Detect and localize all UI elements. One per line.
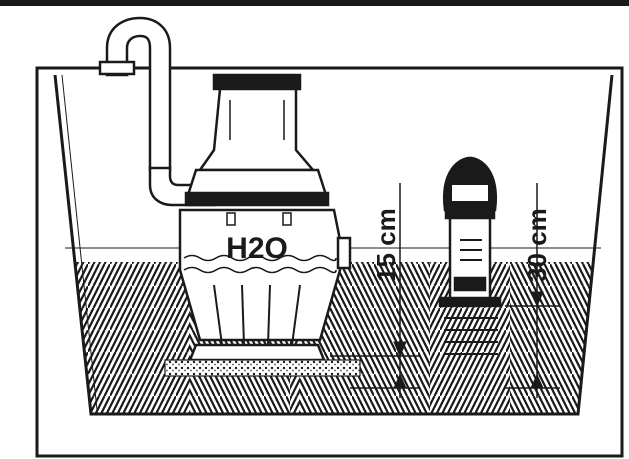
depth-marker-15cm xyxy=(330,183,420,398)
submersible-pump-icon xyxy=(178,73,352,362)
top-rule xyxy=(0,0,629,6)
pit-walls xyxy=(53,74,614,416)
float-switch-icon xyxy=(438,156,502,355)
tank-label: H2O xyxy=(226,232,288,265)
gravel-bed xyxy=(164,359,361,377)
depth-label-15cm: 15 cm xyxy=(371,208,401,282)
depth-marker-30cm xyxy=(505,183,560,398)
depth-label-30cm: 30 cm xyxy=(522,208,552,282)
outer-frame xyxy=(35,66,624,458)
